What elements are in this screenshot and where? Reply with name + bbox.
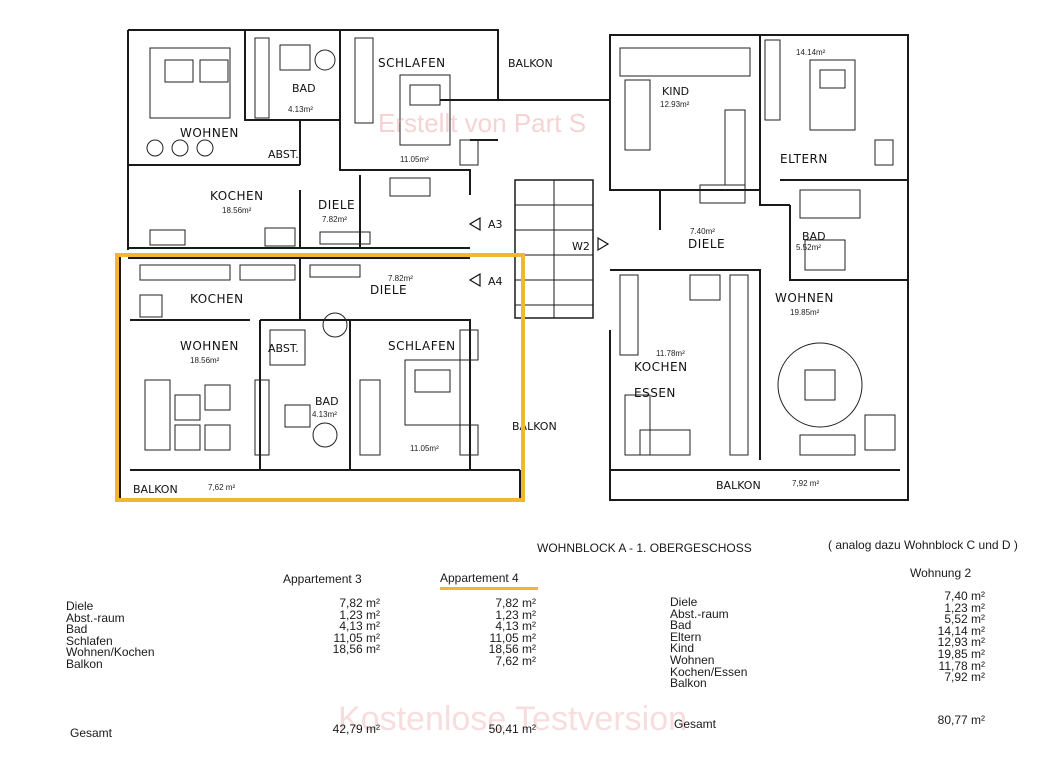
w2-value-kind: 12,93 m² [937, 635, 985, 650]
left-total-label: Gesamt [70, 726, 113, 740]
a3-values: 7,82 m² 1,23 m² 4,13 m² 11,05 m² 18,56 m… [300, 596, 380, 657]
left-label-diele: Diele [66, 599, 94, 613]
room-label-bad-w2: BAD [802, 230, 826, 243]
room-area-schlafen-a4: 11.05m² [410, 444, 439, 453]
right-total-label: Gesamt [674, 717, 717, 731]
a3-value-wohnen-kochen: 18,56 m² [332, 642, 380, 657]
left-label-balkon: Balkon [66, 656, 103, 671]
floor-plan: WOHNEN SCHLAFEN 11.05m² BAD 4.13m² ABST.… [115, 29, 909, 502]
header-appartement-3: Appartement 3 [283, 572, 362, 586]
room-area-balkon-a4: 7,62 m² [208, 483, 235, 492]
a3-value-diele: 7,82 m² [339, 596, 380, 610]
a4-value-schlafen: 11,05 m² [489, 630, 536, 645]
room-area-diele-w2: 7.40m² [690, 227, 715, 236]
arrow-left-icon [468, 272, 481, 288]
right-label-wohnen: Wohnen [670, 652, 715, 667]
room-label-eltern: ELTERN [780, 152, 828, 166]
room-label-abst-a3: ABST. [268, 148, 299, 161]
w2-value-balkon: 7,92 m² [944, 670, 985, 685]
right-labels: Diele Abst.-raum Bad Eltern Kind Wohnen … [670, 595, 748, 691]
w2-value-diele: 7,40 m² [944, 589, 985, 603]
room-area-bad-w2: 5.52m² [796, 243, 821, 252]
a3-total: 42,79 m² [332, 722, 380, 736]
a4-values: 7,82 m² 1,23 m² 4,13 m² 11,05 m² 18,56 m… [456, 596, 536, 668]
room-label-kochen-w2: KOCHEN [634, 360, 688, 374]
a3-value-abst: 1,23 m² [339, 607, 380, 622]
room-label-wohnen-w2: WOHNEN [775, 291, 834, 305]
left-label-wohnen-kochen: Wohnen/Kochen [66, 645, 155, 660]
room-label-balkon-a4: BALKON [133, 483, 178, 496]
watermark-bottom: Kostenlose Testversion [338, 700, 688, 738]
room-label-bad-a3: BAD [292, 82, 316, 95]
w2-value-kochen-essen: 11,78 m² [938, 658, 985, 673]
header-wohnung-2: Wohnung 2 [910, 566, 972, 580]
a4-value-diele: 7,82 m² [495, 596, 536, 610]
w2-value-eltern: 14,14 m² [937, 623, 985, 638]
w2-total: 80,77 m² [937, 713, 985, 727]
room-label-diele-a4: DIELE [370, 283, 407, 297]
a4-total: 50,41 m² [488, 722, 536, 736]
room-label-kochen-a3: KOCHEN [210, 189, 264, 203]
room-area-diele-a3: 7.82m² [322, 215, 347, 224]
room-label-wohnen-a4: WOHNEN [180, 339, 239, 353]
room-label-wohnen-a3: WOHNEN [180, 126, 239, 140]
room-label-schlafen-a4: SCHLAFEN [388, 339, 456, 353]
right-label-kind: Kind [670, 641, 695, 656]
right-label-kochen-essen: Kochen/Essen [670, 664, 748, 679]
left-labels: Diele Abst.-raum Bad Schlafen Wohnen/Koc… [66, 599, 155, 671]
room-area-kochen-a3: 18.56m² [222, 206, 252, 215]
room-area-kochen-w2: 11.78m² [656, 349, 685, 358]
arrow-left-icon [468, 216, 481, 232]
right-label-eltern: Eltern [670, 629, 702, 644]
room-area-wohnen-w2: 19.85m² [790, 308, 820, 317]
a4-value-balkon: 7,62 m² [495, 653, 536, 668]
highlight-box-appartement-4 [115, 253, 525, 502]
room-label-balkon-mid: BALKON [512, 420, 557, 433]
entrance-marker-a4: A4 [488, 275, 503, 288]
room-area-bad-a4: 4.13m² [312, 410, 337, 419]
room-area-schlafen-a3: 11.05m² [400, 155, 429, 164]
room-area-balkon-w2: 7,92 m² [792, 479, 819, 488]
right-label-diele: Diele [670, 595, 698, 609]
left-label-bad: Bad [66, 622, 88, 637]
appartement-4-underline [440, 587, 538, 590]
room-label-essen-w2: ESSEN [634, 386, 676, 400]
header-appartement-4: Appartement 4 [440, 571, 519, 585]
room-area-bad-a3: 4.13m² [288, 105, 313, 114]
left-label-abst: Abst.-raum [66, 610, 125, 625]
watermark-top: Erstellt von Part S [378, 108, 586, 138]
room-label-bad-a4: BAD [315, 395, 339, 408]
a3-value-bad: 4,13 m² [339, 619, 380, 634]
arrow-right-icon [597, 236, 610, 252]
room-label-kind: KIND [662, 85, 689, 98]
entrance-marker-w2: W2 [572, 240, 590, 253]
room-label-schlafen-a3: SCHLAFEN [378, 56, 446, 70]
entrance-marker-a3: A3 [488, 218, 503, 231]
a4-value-bad: 4,13 m² [495, 619, 536, 634]
room-label-diele-a3: DIELE [318, 198, 355, 212]
right-label-balkon: Balkon [670, 676, 707, 691]
left-label-schlafen: Schlafen [66, 633, 113, 648]
caption-note: ( analog dazu Wohnblock C und D ) [828, 538, 1018, 552]
room-label-balkon-top: BALKON [508, 57, 553, 70]
room-label-kochen-a4: KOCHEN [190, 292, 244, 306]
caption-title: WOHNBLOCK A - 1. OBERGESCHOSS [537, 541, 752, 555]
w2-value-wohnen: 19,85 m² [937, 646, 985, 661]
w2-values: 7,40 m² 1,23 m² 5,52 m² 14,14 m² 12,93 m… [905, 589, 985, 685]
w2-value-bad: 5,52 m² [944, 612, 985, 627]
room-area-eltern: 14.14m² [796, 48, 826, 57]
room-label-balkon-w2: BALKON [716, 479, 761, 492]
a4-value-abst: 1,23 m² [495, 607, 536, 622]
room-label-diele-w2: DIELE [688, 237, 725, 251]
room-label-abst-a4: ABST. [268, 342, 299, 355]
a3-value-schlafen: 11,05 m² [333, 630, 380, 645]
right-label-abst: Abst.-raum [670, 606, 729, 621]
room-area-wohnen-a4: 18.56m² [190, 356, 220, 365]
a4-value-wohnen-kochen: 18,56 m² [488, 642, 536, 657]
room-area-diele-a4: 7.82m² [388, 274, 413, 283]
w2-value-abst: 1,23 m² [944, 600, 985, 615]
right-label-bad: Bad [670, 618, 692, 633]
room-area-kind: 12.93m² [660, 100, 690, 109]
